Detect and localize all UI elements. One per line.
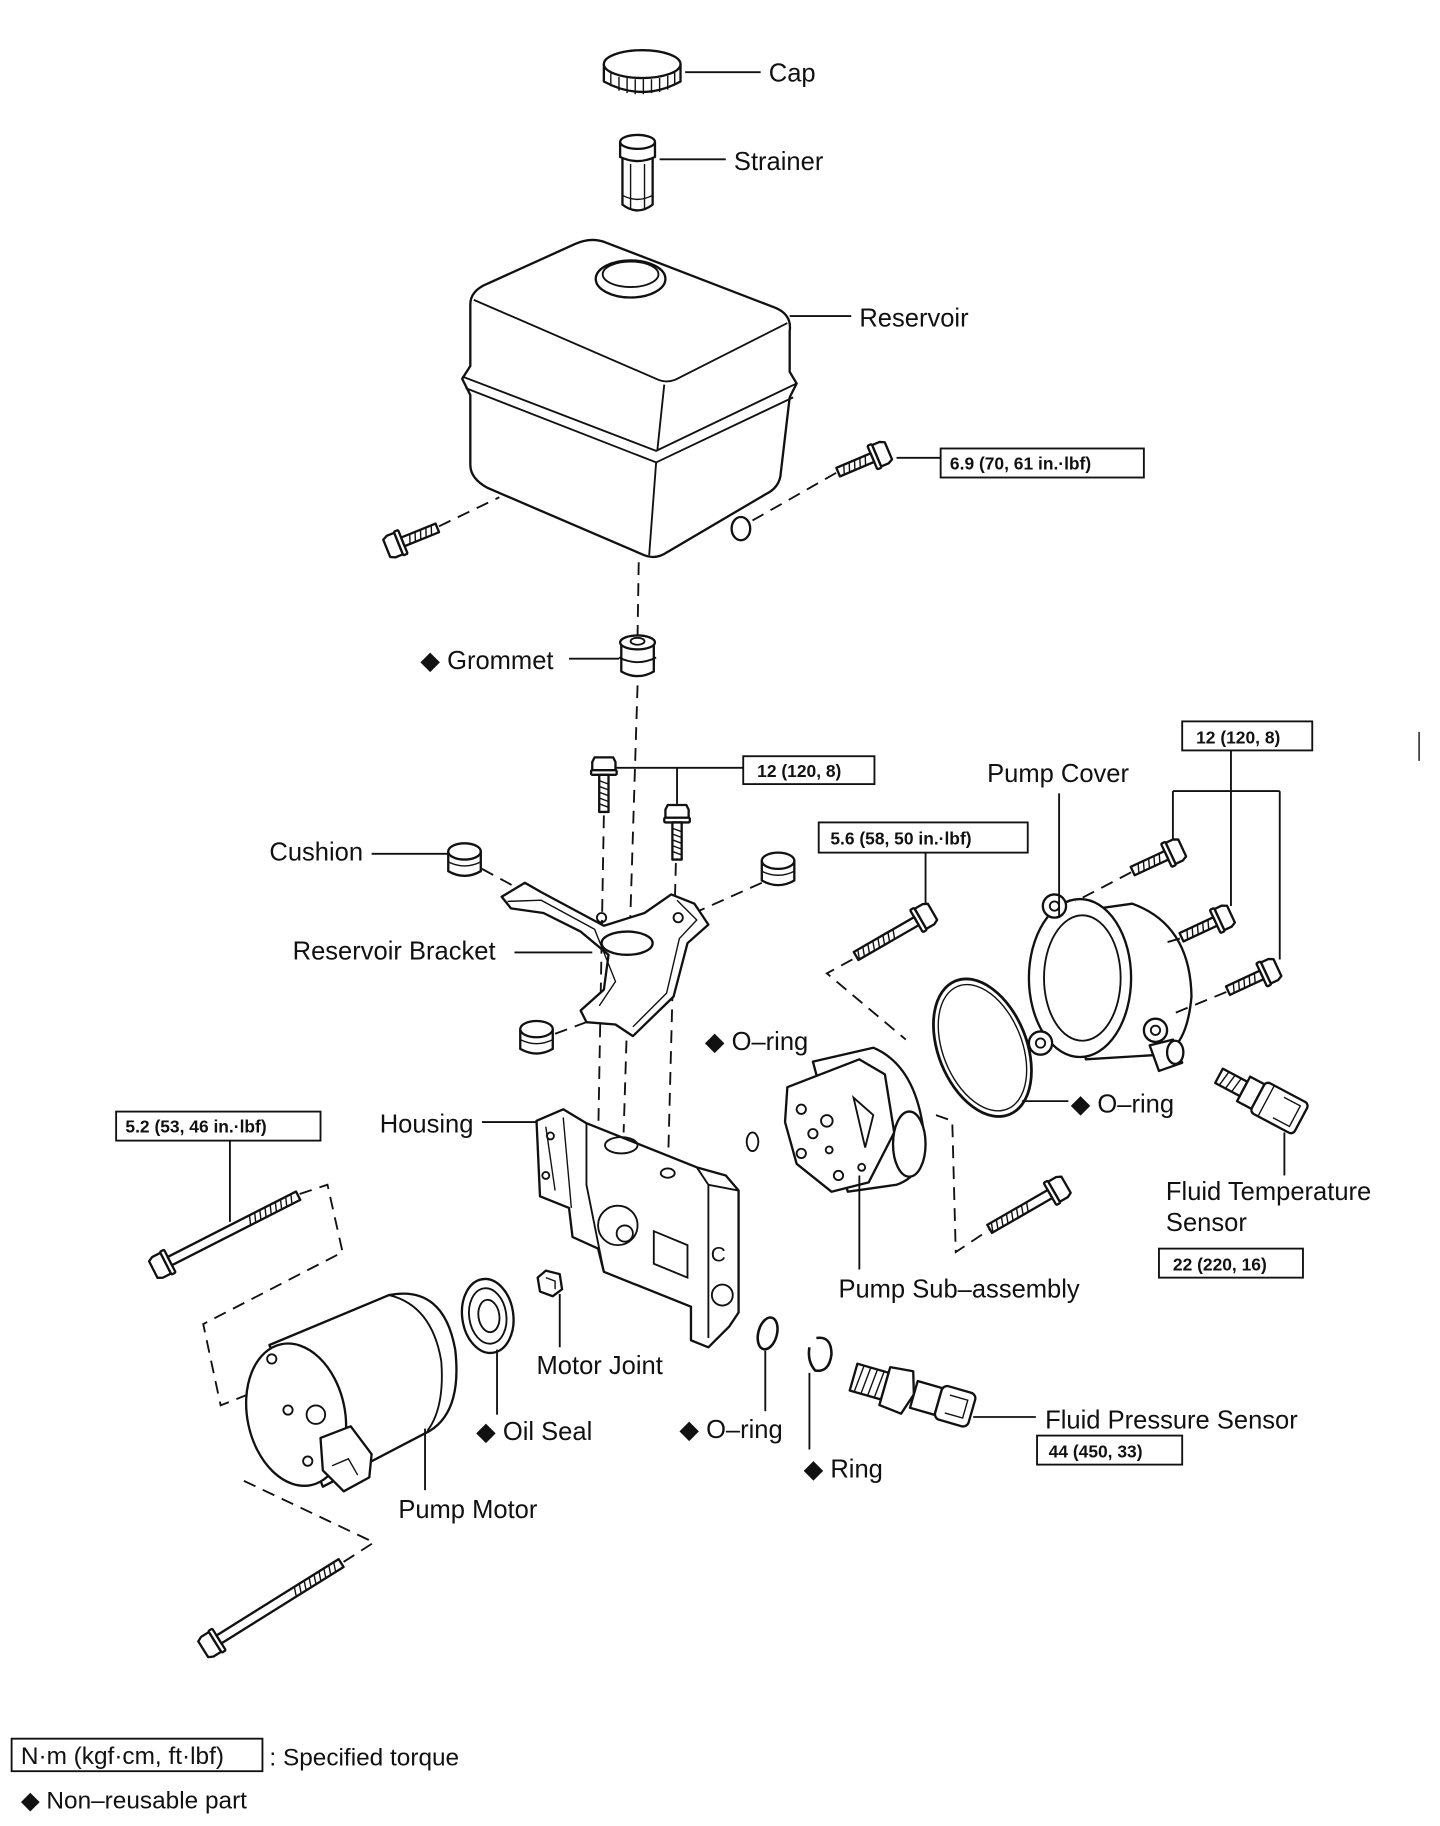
legend-torque-desc: : Specified torque [269, 1744, 459, 1771]
pump-bolt-upper [848, 899, 941, 969]
o-ring-cover-part [932, 977, 1033, 1118]
torque-fluid-pressure-sensor: 44 (450, 33) [1049, 1442, 1143, 1462]
pump-cover-bolt-2 [1174, 901, 1238, 950]
o-ring-housing-part [756, 1316, 779, 1351]
cap-part [602, 49, 682, 95]
torque-motor-bolt: 5.2 (53, 46 in.·lbf) [125, 1116, 266, 1136]
cap-label: Cap [769, 60, 816, 88]
bracket-bolt-2 [663, 803, 691, 861]
reservoir-bracket-label: Reservoir Bracket [293, 937, 496, 965]
oil-seal-label: ◆ Oil Seal [476, 1418, 592, 1446]
pump-motor-part [244, 1292, 458, 1493]
motor-joint-label: Motor Joint [537, 1352, 663, 1380]
fluid-temperature-sensor-label-2: Sensor [1166, 1209, 1247, 1237]
fluid-temperature-sensor-label-1: Fluid Temperature [1166, 1178, 1371, 1206]
reservoir-bracket-part [500, 881, 710, 1038]
pump-cover-bolt-3 [1221, 954, 1284, 1004]
cushion-part-1 [447, 842, 482, 877]
legend: N·m (kgf·cm, ft·lbf) : Specified torque … [10, 1737, 459, 1814]
fluid-pressure-sensor-part [848, 1362, 977, 1428]
torque-box-reservoir-bolt: 6.9 (70, 61 in.·lbf) [939, 447, 1145, 479]
housing-mark: C [711, 1243, 726, 1266]
torque-box-pump-cover-bolts: 12 (120, 8) [1181, 720, 1314, 752]
torque-box-bracket-bolts: 12 (120, 8) [742, 755, 876, 786]
cushion-part-2 [760, 851, 796, 887]
torque-pump-bolt: 5.6 (58, 50 in.·lbf) [830, 828, 971, 848]
strainer-label: Strainer [734, 148, 824, 176]
legend-non-reusable: ◆ Non–reusable part [21, 1787, 247, 1814]
fluid-temperature-sensor-part [1214, 1067, 1309, 1135]
pump-bolt-lower [982, 1172, 1074, 1242]
pump-sub-assembly-label: Pump Sub–assembly [838, 1275, 1079, 1303]
torque-fluid-temperature-sensor: 22 (220, 16) [1173, 1255, 1267, 1275]
torque-reservoir-bolt: 6.9 (70, 61 in.·lbf) [950, 453, 1091, 473]
torque-pump-cover-bolts: 12 (120, 8) [1196, 727, 1280, 747]
ring-part [807, 1336, 833, 1373]
oil-seal-part [460, 1277, 515, 1355]
pump-motor-bolt-lower [195, 1551, 350, 1662]
reservoir-bolt-right [831, 437, 895, 486]
reservoir-bolt-left [380, 514, 444, 562]
pump-cover-part [1027, 893, 1193, 1073]
reservoir-part [461, 238, 798, 559]
pump-sub-assembly-part [783, 1046, 927, 1193]
o-ring-cover-label: ◆ O–ring [1071, 1091, 1174, 1119]
housing-part [535, 1108, 740, 1349]
pump-cover-label: Pump Cover [987, 760, 1129, 788]
legend-torque-unit: N·m (kgf·cm, ft·lbf) [21, 1743, 224, 1770]
strainer-part [618, 133, 657, 212]
o-ring-housing-label: ◆ O–ring [679, 1416, 782, 1444]
torque-box-fluid-temperature-sensor: 22 (220, 16) [1158, 1247, 1304, 1279]
reservoir-label: Reservoir [859, 305, 969, 333]
motor-joint-part [536, 1269, 564, 1298]
o-ring-pump-label: ◆ O–ring [705, 1028, 808, 1056]
grommet-part [618, 634, 657, 678]
cushion-part-3 [519, 1019, 554, 1055]
ring-label: ◆ Ring [804, 1455, 883, 1483]
cushion-label: Cushion [269, 839, 363, 867]
o-ring-pump-part [745, 1131, 760, 1152]
torque-box-pump-bolt: 5.6 (58, 50 in.·lbf) [817, 821, 1029, 854]
torque-bracket-bolts: 12 (120, 8) [757, 761, 841, 781]
bracket-bolt-1 [589, 756, 618, 814]
pump-motor-bolt-upper [146, 1183, 306, 1283]
torque-box-motor-bolt: 5.2 (53, 46 in.·lbf) [115, 1110, 322, 1142]
housing-label: Housing [380, 1110, 474, 1138]
legend-torque-box [10, 1737, 264, 1773]
fluid-pressure-sensor-label: Fluid Pressure Sensor [1045, 1407, 1298, 1435]
pump-motor-label: Pump Motor [398, 1496, 538, 1524]
torque-box-fluid-pressure-sensor: 44 (450, 33) [1036, 1434, 1184, 1466]
pump-cover-bolt-1 [1126, 835, 1189, 884]
grommet-label: ◆ Grommet [420, 647, 553, 675]
